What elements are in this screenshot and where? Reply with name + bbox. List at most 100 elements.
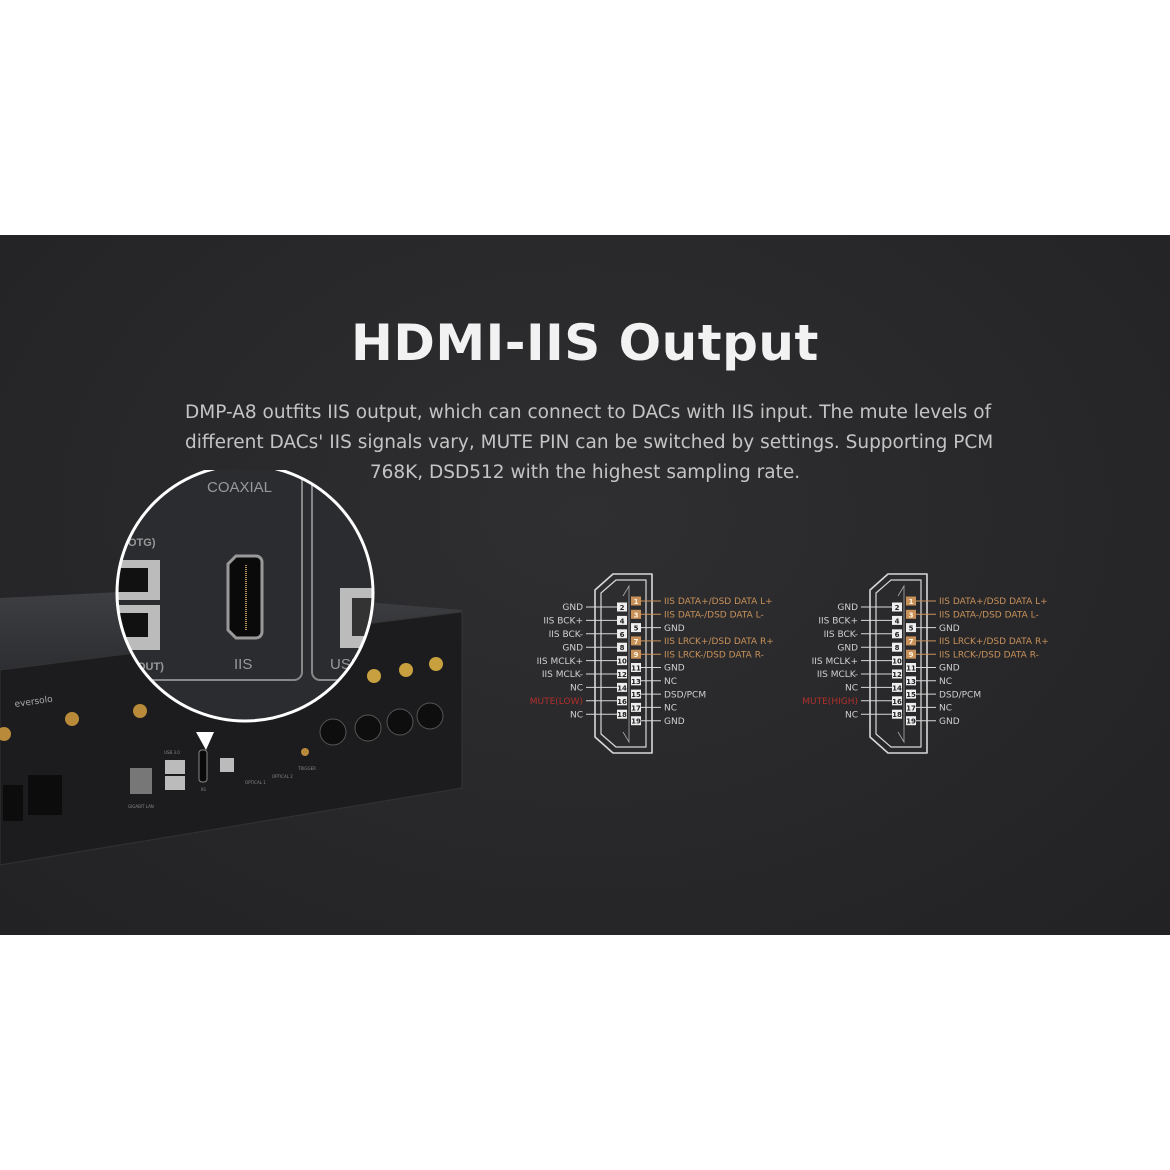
pin-number: 8 <box>895 644 900 652</box>
pin-number: 14 <box>892 684 902 692</box>
pin-box <box>906 676 916 686</box>
connector-inner-outline <box>600 579 647 748</box>
pin-number: 19 <box>906 718 916 726</box>
pin-box <box>617 642 627 652</box>
pin-box <box>906 663 916 672</box>
pin-box <box>906 636 916 646</box>
pin-row: 8 GND <box>837 642 902 653</box>
pin-box <box>906 649 916 659</box>
pin-label: NC <box>570 710 583 720</box>
pin-number: 5 <box>634 625 639 633</box>
pin-number: 10 <box>617 658 627 666</box>
pin-label: GND <box>664 624 685 634</box>
pin-number: 14 <box>617 684 627 692</box>
pin-box <box>631 676 641 686</box>
description-line: 768K, DSD512 with the highest sampling r… <box>369 462 801 483</box>
pin-box <box>617 669 627 679</box>
pin-label: NC <box>845 710 858 720</box>
connector-inner-outline <box>875 579 922 748</box>
connector-outline <box>594 573 653 754</box>
pin-number: 12 <box>892 671 902 679</box>
pin-box <box>631 702 641 712</box>
pin-row: 10 IIS MCLK+ <box>812 656 902 667</box>
trigger-jack <box>301 748 309 756</box>
lan-port <box>130 768 152 794</box>
pin-box <box>617 629 627 639</box>
antenna-connector <box>0 727 11 741</box>
pin-box <box>892 629 902 639</box>
pin-box <box>892 642 902 652</box>
pin-box <box>617 696 627 706</box>
description-line: different DACs' IIS signals vary, MUTE P… <box>185 432 994 453</box>
pin-label: NC <box>664 704 677 714</box>
pin-box <box>892 615 902 625</box>
pin-number: 18 <box>617 711 627 719</box>
pin-label: IIS MCLK+ <box>812 657 858 667</box>
description-line: DMP-A8 outfits IIS output, which can con… <box>185 402 992 423</box>
usb-b-port <box>220 758 234 772</box>
magnifier-pointer <box>196 732 214 750</box>
pin-label: IIS LRCK+/DSD DATA R+ <box>939 637 1049 647</box>
iis-hdmi-port <box>198 749 208 783</box>
pin-box <box>631 623 641 633</box>
pin-number: 15 <box>906 691 916 699</box>
pin-row: 7 IIS LRCK+/DSD DATA R+ <box>906 636 1049 647</box>
pin-number: 10 <box>892 658 902 666</box>
device-rear-illustration: eversolo GIGABIT LAN USB 3.0 IIS OPTICAL… <box>0 470 463 866</box>
pin-number: 1 <box>909 598 914 606</box>
pin-number: 5 <box>909 625 914 633</box>
pin-row: 17 NC <box>631 702 677 714</box>
pin-box <box>617 682 627 692</box>
lan-label: GIGABIT LAN <box>128 804 154 809</box>
pin-label: GND <box>837 643 858 653</box>
pin-box <box>631 636 641 646</box>
pin-label: GND <box>939 664 960 674</box>
pin-label: IIS BCK- <box>549 630 583 640</box>
pin-label: IIS BCK- <box>824 630 858 640</box>
usb-port <box>165 760 185 774</box>
pin-number: 7 <box>909 638 914 646</box>
pin-label: GND <box>939 624 960 634</box>
pin-box <box>906 702 916 712</box>
description: DMP-A8 outfits IIS output, which can con… <box>185 398 994 488</box>
pin-label: GND <box>664 717 685 727</box>
pin-box <box>631 649 641 659</box>
pin-box <box>906 596 916 606</box>
pin-label: NC <box>939 704 952 714</box>
pin-label: IIS LRCK-/DSD DATA R- <box>664 650 764 660</box>
pin-row: 6 IIS BCK- <box>824 629 902 640</box>
iis-port-label: IIS <box>201 787 206 792</box>
pin-box <box>892 602 902 612</box>
pin-label: IIS MCLK+ <box>537 657 583 667</box>
pin-number: 1 <box>634 598 639 606</box>
pin-number: 17 <box>631 704 641 712</box>
pin-label: IIS BCK+ <box>543 617 583 627</box>
pin-box <box>906 623 916 633</box>
pin-number: 6 <box>895 631 900 639</box>
connector-outline <box>869 573 928 754</box>
pin-box <box>892 696 902 706</box>
pin-number: 16 <box>617 698 627 706</box>
pin-label: IIS BCK+ <box>818 617 858 627</box>
xlr-outputs <box>319 702 444 746</box>
antenna-connector <box>65 712 79 726</box>
pin-box <box>631 596 641 606</box>
pin-row: 18 NC <box>570 709 627 720</box>
pin-box <box>892 656 902 666</box>
pin-box <box>892 709 902 719</box>
rca-outputs <box>367 657 443 683</box>
